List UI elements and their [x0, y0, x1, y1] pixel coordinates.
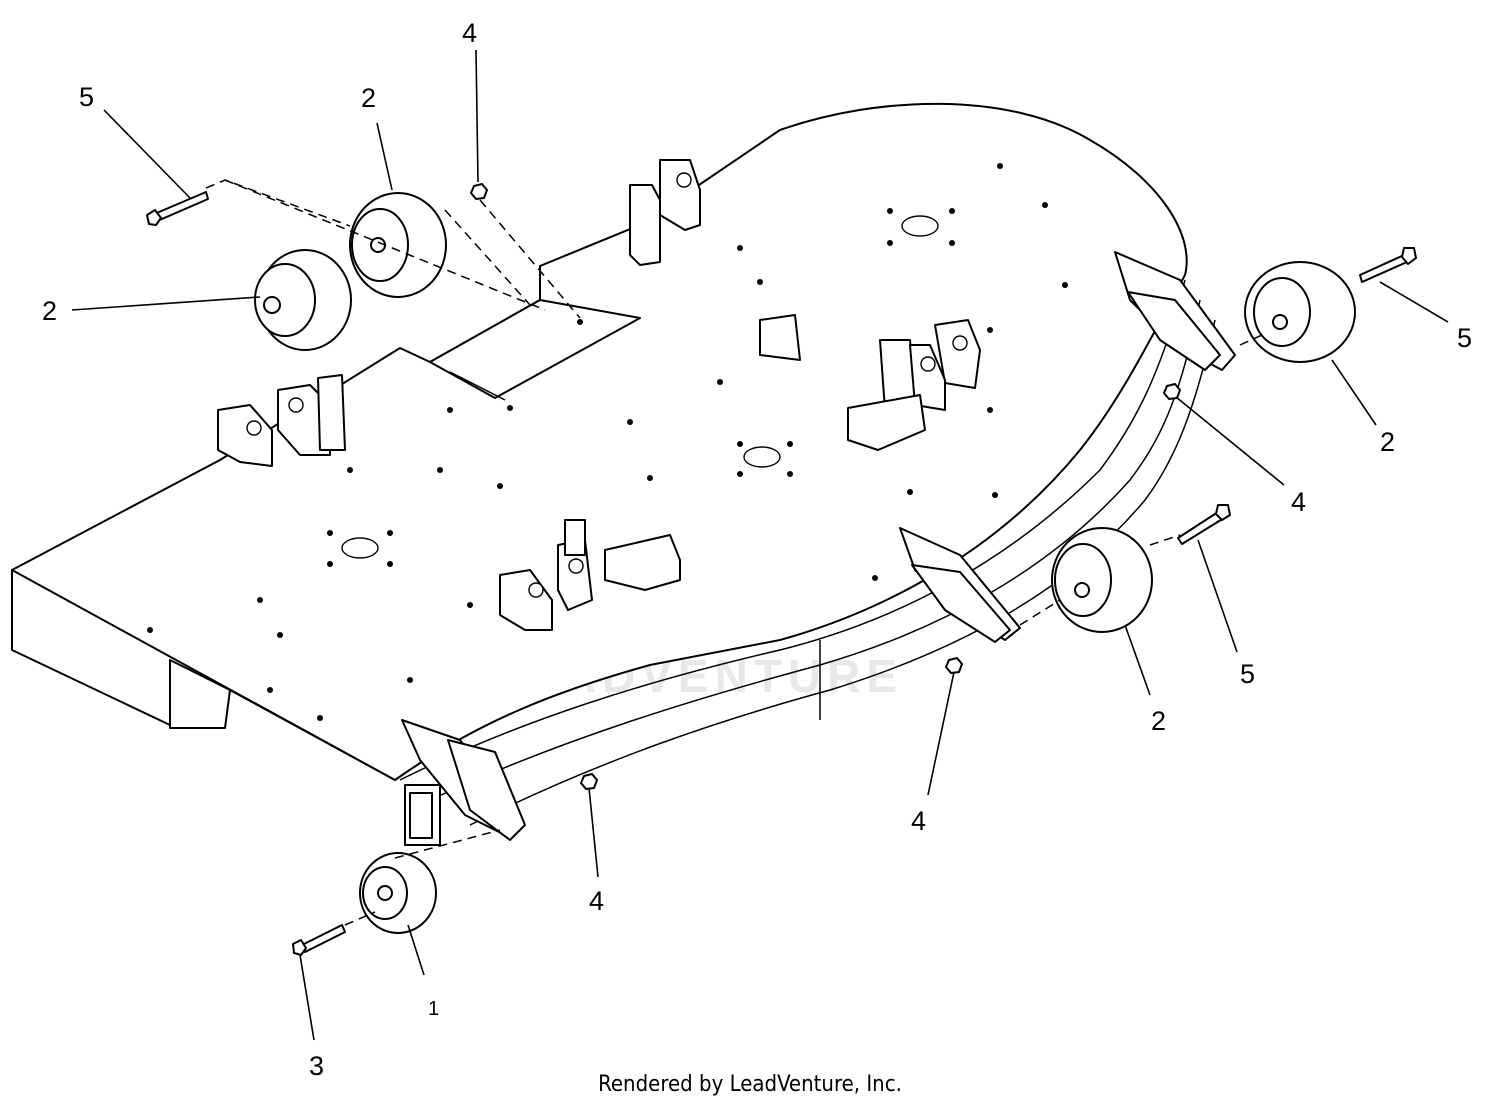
deck-brackets	[217, 159, 1236, 846]
callout-2: 2	[42, 296, 57, 326]
wheel-rear-center	[349, 192, 447, 298]
bolt-rear	[146, 191, 209, 226]
callout-4: 4	[911, 806, 926, 836]
deck-top-plate	[11, 102, 1216, 826]
callout-5: 5	[79, 82, 94, 112]
bolt-front-left	[292, 924, 346, 956]
callouts: 1 2 2 2 2 3 4 4 4 4 5 5 5	[42, 18, 1472, 1081]
lock-nuts	[470, 183, 1181, 790]
callout-2: 2	[1380, 427, 1395, 457]
callout-4: 4	[462, 18, 477, 48]
callout-2: 2	[361, 83, 376, 113]
leader-lines	[71, 49, 1449, 1041]
wheel-rear-left	[254, 249, 352, 351]
callout-4: 4	[1291, 487, 1306, 517]
callout-1: 1	[428, 998, 439, 1020]
wheel-front-left	[359, 852, 437, 934]
bolt-right-rear	[1359, 247, 1417, 283]
wheel-right-rear	[1244, 261, 1356, 363]
assembly-lines	[205, 179, 1263, 926]
render-credit: Rendered by LeadVenture, Inc.	[598, 1072, 902, 1097]
callout-2: 2	[1151, 706, 1166, 736]
callout-4: 4	[589, 886, 604, 916]
callout-3: 3	[309, 1051, 324, 1081]
callout-5: 5	[1240, 659, 1255, 689]
bolt-right-front	[1177, 504, 1231, 545]
wheel-right-front	[1051, 527, 1153, 633]
callout-5: 5	[1457, 323, 1472, 353]
